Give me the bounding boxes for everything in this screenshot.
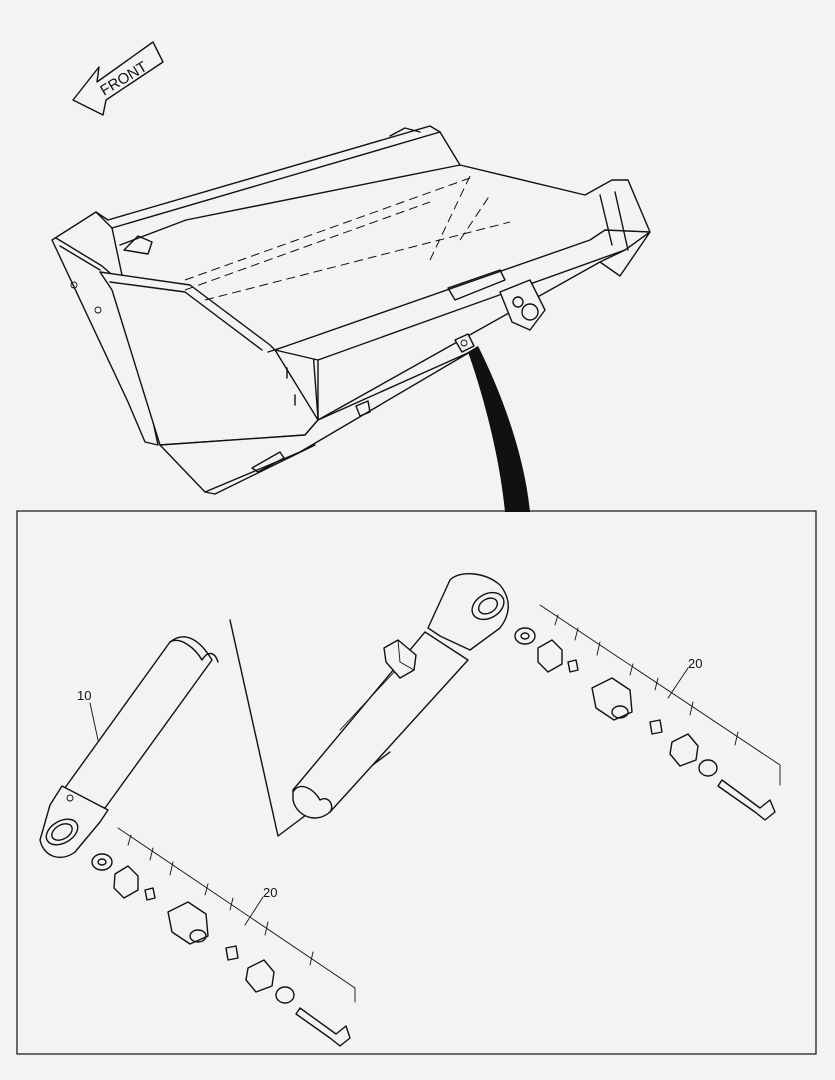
bushing-set-upper xyxy=(514,604,781,821)
callout-10-label: 10 xyxy=(77,688,91,703)
callout-20-upper: 20 xyxy=(667,656,702,699)
callout-20-lower: 20 xyxy=(244,885,277,926)
front-arrow-icon: FRONT xyxy=(72,41,164,116)
callout-10: 10 xyxy=(77,688,99,741)
hydraulic-cylinder xyxy=(39,573,509,859)
detail-frame xyxy=(16,510,817,1055)
callout-20-lower-label: 20 xyxy=(263,885,277,900)
loader-bucket xyxy=(51,125,651,495)
detail-leader xyxy=(468,346,530,512)
bushing-set-lower xyxy=(91,827,356,1047)
callout-20-upper-label: 20 xyxy=(688,656,702,671)
